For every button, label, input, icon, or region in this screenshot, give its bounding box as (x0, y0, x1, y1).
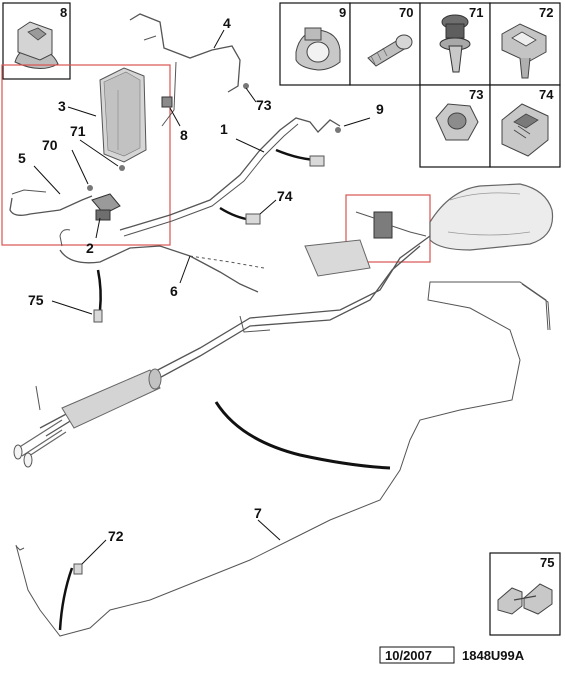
hose-segment-75 (96, 269, 102, 311)
callout-71[interactable]: 71 (70, 123, 86, 139)
footer-reference: 1848U99A (462, 648, 525, 663)
thumb-label-71: 71 (469, 5, 483, 20)
callout-73[interactable]: 73 (256, 97, 272, 113)
fitting-74b[interactable] (245, 213, 261, 225)
callout-2[interactable]: 2 (86, 240, 94, 256)
thumb-label-72: 72 (539, 5, 553, 20)
exhaust-system (13, 183, 554, 468)
hose-segment (214, 401, 391, 470)
front-muffler (61, 369, 161, 429)
clip-icon (501, 23, 547, 79)
thumb-label-73: 73 (469, 87, 483, 102)
bracket-4[interactable] (129, 13, 241, 93)
double-clip-icon (497, 583, 553, 615)
callout-8[interactable]: 8 (180, 127, 188, 143)
footer: 10/2007 1848U99A (379, 646, 525, 664)
block-clip-icon (501, 103, 549, 157)
callout-7[interactable]: 7 (254, 505, 262, 521)
callout-9[interactable]: 9 (376, 101, 384, 117)
pipe-1[interactable] (119, 117, 341, 231)
callout-5[interactable]: 5 (18, 150, 26, 166)
spring-clip-icon (14, 21, 59, 69)
thumb-label-74: 74 (539, 87, 554, 102)
fuel-line-7[interactable] (15, 281, 549, 637)
middle-muffler (304, 239, 371, 277)
rear-muffler (429, 183, 554, 251)
pipe-6[interactable] (59, 245, 259, 293)
bolt-70[interactable] (87, 185, 93, 191)
callout-4[interactable]: 4 (223, 15, 231, 31)
purge-valve[interactable] (355, 211, 427, 239)
callout-75[interactable]: 75 (28, 292, 44, 308)
highlight-box-canister (1, 64, 171, 246)
hose-segment-rear (58, 567, 74, 631)
date-box (379, 646, 455, 664)
callout-6[interactable]: 6 (170, 283, 178, 299)
push-pin-icon (439, 14, 471, 73)
thumb-label-70: 70 (399, 5, 413, 20)
thumb-label-8: 8 (60, 5, 67, 20)
clamp-9[interactable] (335, 127, 341, 133)
valve-2[interactable] (91, 193, 121, 221)
footer-date: 10/2007 (385, 648, 432, 663)
thumb-8[interactable]: 8 (2, 2, 71, 80)
leader-lines (33, 29, 371, 565)
callout-1[interactable]: 1 (220, 121, 228, 137)
thumb-label-75: 75 (540, 555, 554, 570)
fitting-72[interactable] (73, 563, 83, 575)
nut-icon (435, 103, 479, 141)
fitting-75[interactable] (93, 309, 103, 323)
pipe-5[interactable] (9, 195, 93, 216)
fitting-74[interactable] (309, 155, 325, 167)
callout-74[interactable]: 74 (277, 188, 293, 204)
pin-71[interactable] (119, 165, 125, 171)
callout-70[interactable]: 70 (42, 137, 58, 153)
clip-8[interactable] (161, 96, 173, 108)
callout-3[interactable]: 3 (58, 98, 66, 114)
bolt-icon (367, 34, 413, 67)
callouts: 1 2 3 4 5 6 7 8 9 70 71 72 73 74 75 (18, 15, 384, 544)
nut-73[interactable] (243, 83, 249, 89)
thumb-label-9: 9 (339, 5, 346, 20)
clamp-icon (295, 27, 341, 71)
thumbnail-grid: 9 70 71 72 73 74 (279, 2, 561, 168)
thumb-75[interactable]: 75 (489, 552, 561, 636)
canister-3[interactable] (99, 67, 147, 163)
callout-72[interactable]: 72 (108, 528, 124, 544)
